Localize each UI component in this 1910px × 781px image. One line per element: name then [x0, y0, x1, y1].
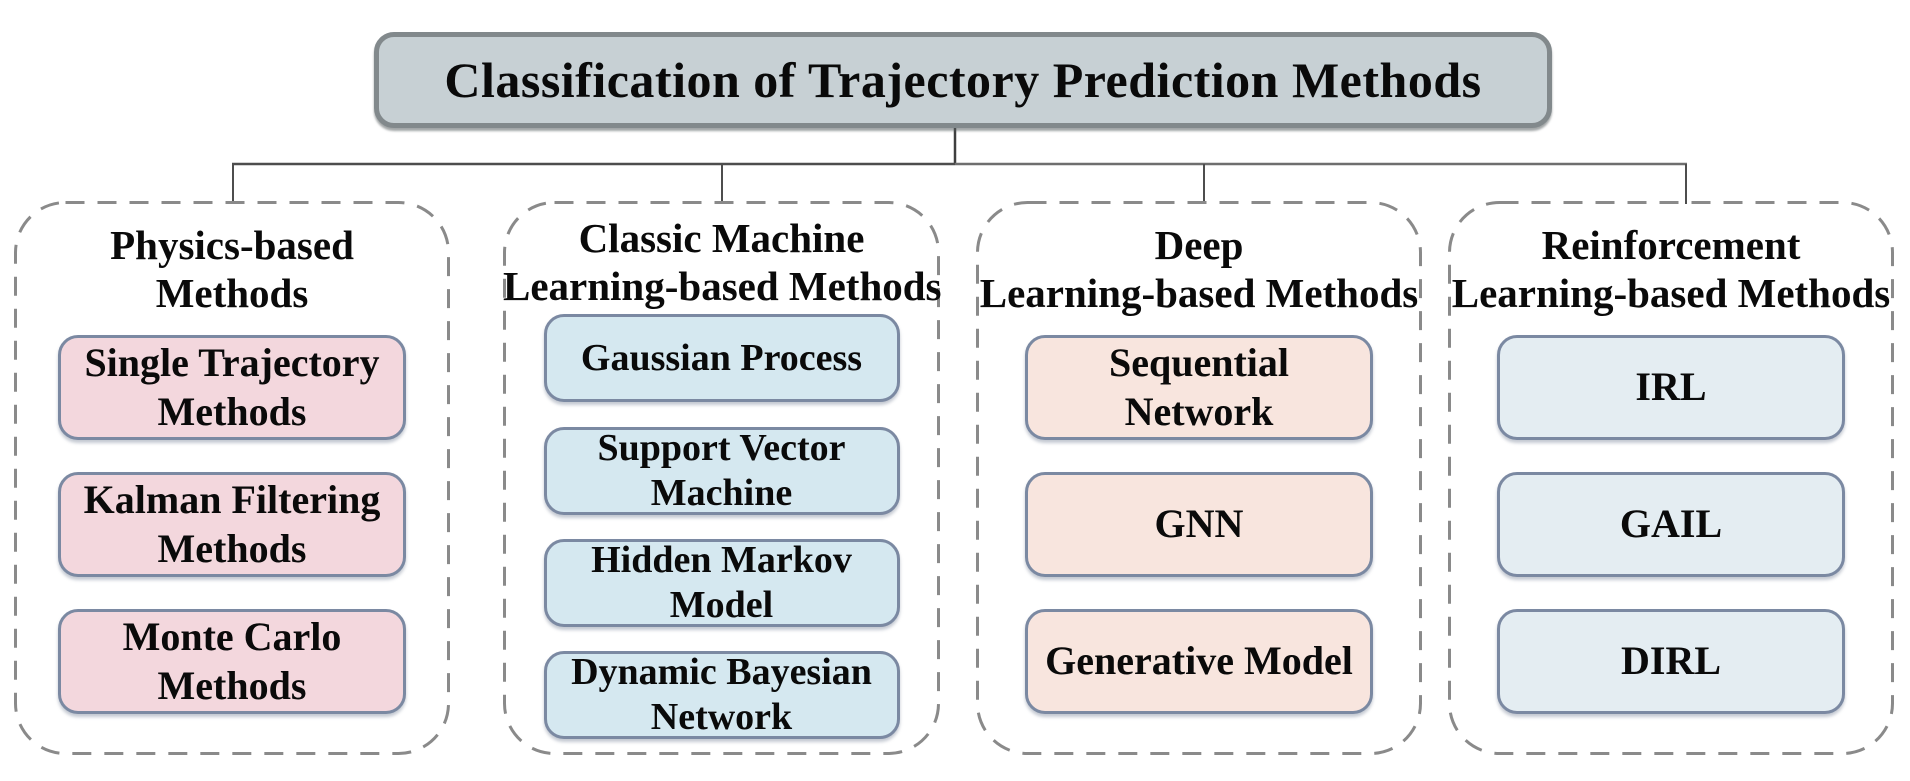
method-dirl: DIRL	[1497, 609, 1845, 714]
dashed-border	[976, 201, 1422, 755]
method-kalman-filtering: Kalman Filtering Methods	[58, 472, 406, 577]
dashed-border	[503, 201, 940, 755]
method-generative-model: Generative Model	[1025, 609, 1373, 714]
category-heading-classic-ml: Classic Machine Learning-based Methods	[503, 215, 942, 309]
category-deep-learning: Deep Learning-based Methods Sequential N…	[976, 201, 1422, 755]
method-gaussian-process: Gaussian Process	[543, 314, 900, 402]
category-heading-deep-learning: Deep Learning-based Methods	[979, 222, 1419, 316]
method-support-vector-machine: Support Vector Machine	[543, 427, 900, 515]
method-single-trajectory: Single Trajectory Methods	[58, 335, 406, 440]
category-physics-based: Physics-based Methods Single Trajectory …	[14, 201, 450, 755]
category-heading-physics: Physics-based Methods	[110, 222, 354, 316]
method-gnn: GNN	[1025, 472, 1373, 577]
category-classic-ml: Classic Machine Learning-based Methods G…	[503, 201, 942, 755]
method-hidden-markov-model: Hidden Markov Model	[543, 539, 900, 627]
method-dynamic-bayesian-network: Dynamic Bayesian Network	[543, 651, 900, 739]
method-sequential-network: Sequential Network	[1025, 335, 1373, 440]
method-monte-carlo: Monte Carlo Methods	[58, 609, 406, 714]
dashed-border	[1448, 201, 1894, 755]
diagram-title: Classification of Trajectory Prediction …	[374, 32, 1552, 128]
dashed-border	[14, 201, 450, 755]
category-heading-reinforcement: Reinforcement Learning-based Methods	[1451, 222, 1891, 316]
method-gail: GAIL	[1497, 472, 1845, 577]
method-irl: IRL	[1497, 335, 1845, 440]
category-reinforcement-learning: Reinforcement Learning-based Methods IRL…	[1448, 201, 1894, 755]
